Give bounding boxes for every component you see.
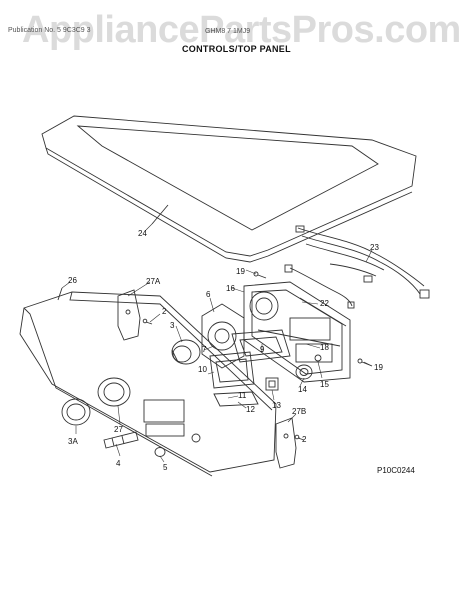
display-holder-part[interactable] — [231, 329, 291, 363]
part-labels: 24 23 19 16 22 26 27A 2 6 3 18 7 9 15 14… — [68, 229, 383, 472]
label-3: 3 — [170, 321, 175, 330]
label-3a: 3A — [68, 437, 78, 446]
label-27b: 27B — [292, 407, 306, 416]
encoder-bezel-part[interactable] — [201, 303, 245, 369]
switch-13-part[interactable] — [265, 377, 279, 391]
publication-number: Publication No. 5 9C3C9 3 — [8, 27, 91, 34]
control-board-part[interactable] — [243, 281, 351, 383]
label-19-top: 19 — [236, 267, 245, 276]
label-4: 4 — [116, 459, 121, 468]
label-13: 13 — [272, 401, 281, 410]
console-panel-part[interactable] — [19, 291, 277, 477]
wire-harness-part[interactable] — [284, 225, 430, 309]
encoder-14-part[interactable] — [295, 364, 313, 380]
bezel-ring-3a-part[interactable] — [61, 398, 91, 426]
screw-26-part[interactable] — [57, 287, 63, 301]
clip-15-part[interactable] — [314, 354, 322, 362]
label-22: 22 — [320, 299, 329, 308]
light-pipe-part[interactable] — [209, 351, 259, 407]
top-panel-part[interactable] — [41, 115, 417, 263]
diagram-header: AppliancePartsPros.com Publication No. 5… — [0, 0, 463, 60]
model-line: GHM8 7 1MJ9 — [205, 28, 251, 35]
label-19-right: 19 — [374, 363, 383, 372]
label-26: 26 — [68, 276, 77, 285]
leader-lines — [61, 223, 373, 463]
screw-2-lower-part[interactable] — [294, 434, 305, 441]
label-2-lower: 2 — [302, 435, 307, 444]
section-title: CONTROLS/TOP PANEL — [182, 44, 291, 54]
bracket-27b-part[interactable] — [275, 417, 297, 469]
site-watermark: AppliancePartsPros.com — [22, 9, 461, 51]
label-15: 15 — [320, 380, 329, 389]
buttons-4-part[interactable] — [103, 431, 139, 449]
label-7: 7 — [202, 345, 207, 354]
label-6: 6 — [206, 290, 211, 299]
screw-19-top-part[interactable] — [253, 271, 267, 279]
bracket-27a-part[interactable] — [117, 289, 141, 341]
label-14: 14 — [298, 385, 307, 394]
label-18: 18 — [320, 343, 329, 352]
button-5-part[interactable] — [154, 447, 166, 457]
label-2-upper: 2 — [162, 307, 167, 316]
label-11: 11 — [238, 391, 247, 400]
label-23: 23 — [370, 243, 379, 252]
label-27: 27 — [114, 425, 123, 434]
screw-2-upper-part[interactable] — [142, 318, 153, 325]
label-12: 12 — [246, 405, 255, 414]
label-9: 9 — [260, 345, 265, 354]
knob-part[interactable] — [171, 339, 201, 365]
label-16: 16 — [226, 284, 235, 293]
label-5: 5 — [163, 463, 168, 472]
label-24: 24 — [138, 229, 147, 238]
label-27a: 27A — [146, 277, 161, 286]
label-10: 10 — [198, 365, 207, 374]
diagram-code: P10C0244 — [377, 466, 415, 475]
